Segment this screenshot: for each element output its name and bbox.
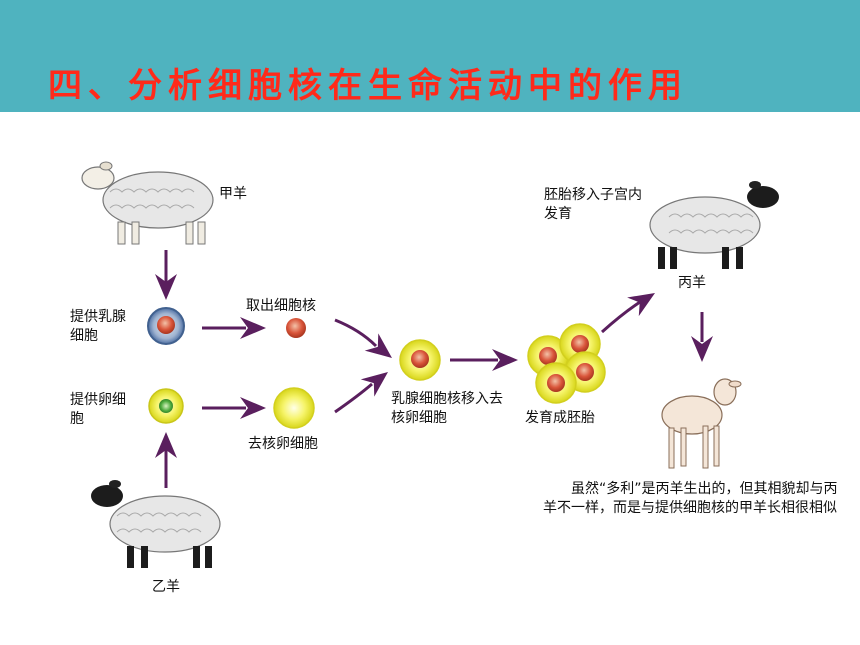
label-take-nucleus: 取出细胞核 xyxy=(246,298,316,314)
label-provide-egg-cell: 提供卵细胞 xyxy=(70,392,126,427)
sheep-c-image xyxy=(649,181,779,269)
label-conclusion: 虽然“多利”是丙羊生出的，但其相貌却与丙羊不一样，而是与提供细胞核的甲羊长相很相… xyxy=(543,481,838,516)
egg-cell xyxy=(148,388,184,424)
slide-title: 四、分析细胞核在生命活动中的作用 xyxy=(48,66,688,106)
arrow-embryo-to-sheep-c xyxy=(600,283,661,334)
arrow-sheep-b-to-egg xyxy=(155,432,177,488)
embryo-cluster xyxy=(527,323,606,404)
label-embryo: 发育成胚胎 xyxy=(525,410,595,426)
sheep-b-image xyxy=(91,480,221,568)
mammary-cell xyxy=(147,307,185,345)
enucleated-egg-cell xyxy=(273,387,315,429)
label-enucleated-egg: 去核卵细胞 xyxy=(248,436,318,452)
label-sheep-a: 甲羊 xyxy=(219,186,247,202)
label-nucleus-transfer: 乳腺细胞核移入去核卵细胞 xyxy=(391,391,503,426)
arrow-egg-to-enucleated xyxy=(202,397,266,419)
arrow-sheep-a-to-cell xyxy=(155,250,177,300)
reconstructed-cell xyxy=(399,339,441,381)
arrow-fusion-to-embryo xyxy=(450,349,518,371)
arrow-nucleus-to-fusion xyxy=(334,318,399,367)
extracted-nucleus xyxy=(286,318,306,338)
arrow-egg-to-fusion xyxy=(334,363,395,414)
label-implant: 胚胎移入子宫内发育 xyxy=(544,187,642,222)
label-sheep-c: 丙羊 xyxy=(678,275,706,291)
lamb-dolly-image xyxy=(661,378,742,469)
slide-header: 四、分析细胞核在生命活动中的作用 xyxy=(0,0,860,112)
sheep-a-image xyxy=(81,161,214,245)
arrow-cell-to-nucleus xyxy=(202,317,266,339)
label-sheep-b: 乙羊 xyxy=(152,579,180,595)
cloning-diagram xyxy=(81,161,779,568)
arrow-sheep-c-to-lamb xyxy=(691,312,713,362)
label-provide-mammary-cell: 提供乳腺细胞 xyxy=(70,309,126,344)
